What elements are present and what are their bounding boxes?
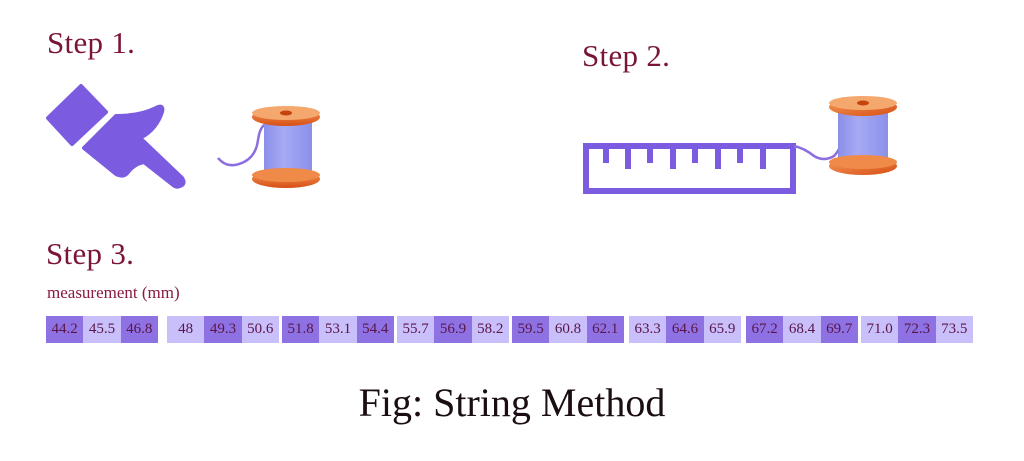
measurement-cell: 62.1 <box>586 316 624 343</box>
measurement-cell: 64.6 <box>666 316 704 343</box>
measurement-cell: 71.0 <box>861 316 899 343</box>
thread-spool-icon <box>217 106 320 188</box>
figure-caption: Fig: String Method <box>358 380 666 425</box>
measurement-cell: 50.6 <box>241 316 279 343</box>
thread-spool-icon <box>793 96 897 175</box>
measurement-cell: 68.4 <box>783 316 821 343</box>
measurement-cell: 60.8 <box>549 316 587 343</box>
measurement-cell: 55.7 <box>397 316 435 343</box>
measurement-cell: 44.2 <box>46 316 84 343</box>
measurement-cell: 73.5 <box>935 316 973 343</box>
measurement-cell: 48 <box>167 316 205 343</box>
measurement-cell: 45.5 <box>83 316 121 343</box>
measurement-cell: 51.8 <box>282 316 320 343</box>
measurement-cell: 65.9 <box>703 316 741 343</box>
measurement-cell: 54.4 <box>356 316 394 343</box>
measurement-cell: 67.2 <box>746 316 784 343</box>
step-2-title: Step 2. <box>582 38 671 73</box>
measurement-cell: 72.3 <box>898 316 936 343</box>
measurement-cell: 53.1 <box>319 316 357 343</box>
step-1-title: Step 1. <box>47 25 136 60</box>
measurement-cell: 69.7 <box>820 316 858 343</box>
measurement-cell: 58.2 <box>471 316 509 343</box>
measurement-cell: 46.8 <box>120 316 158 343</box>
step-3-title: Step 3. <box>46 236 135 271</box>
measurement-cell: 63.3 <box>629 316 667 343</box>
measurement-cell: 59.5 <box>512 316 550 343</box>
measurement-label: measurement (mm) <box>47 283 180 302</box>
ruler-icon <box>583 143 796 194</box>
measurement-cell: 56.9 <box>434 316 472 343</box>
measurement-cell: 49.3 <box>204 316 242 343</box>
pointing-hand-icon <box>46 84 186 189</box>
